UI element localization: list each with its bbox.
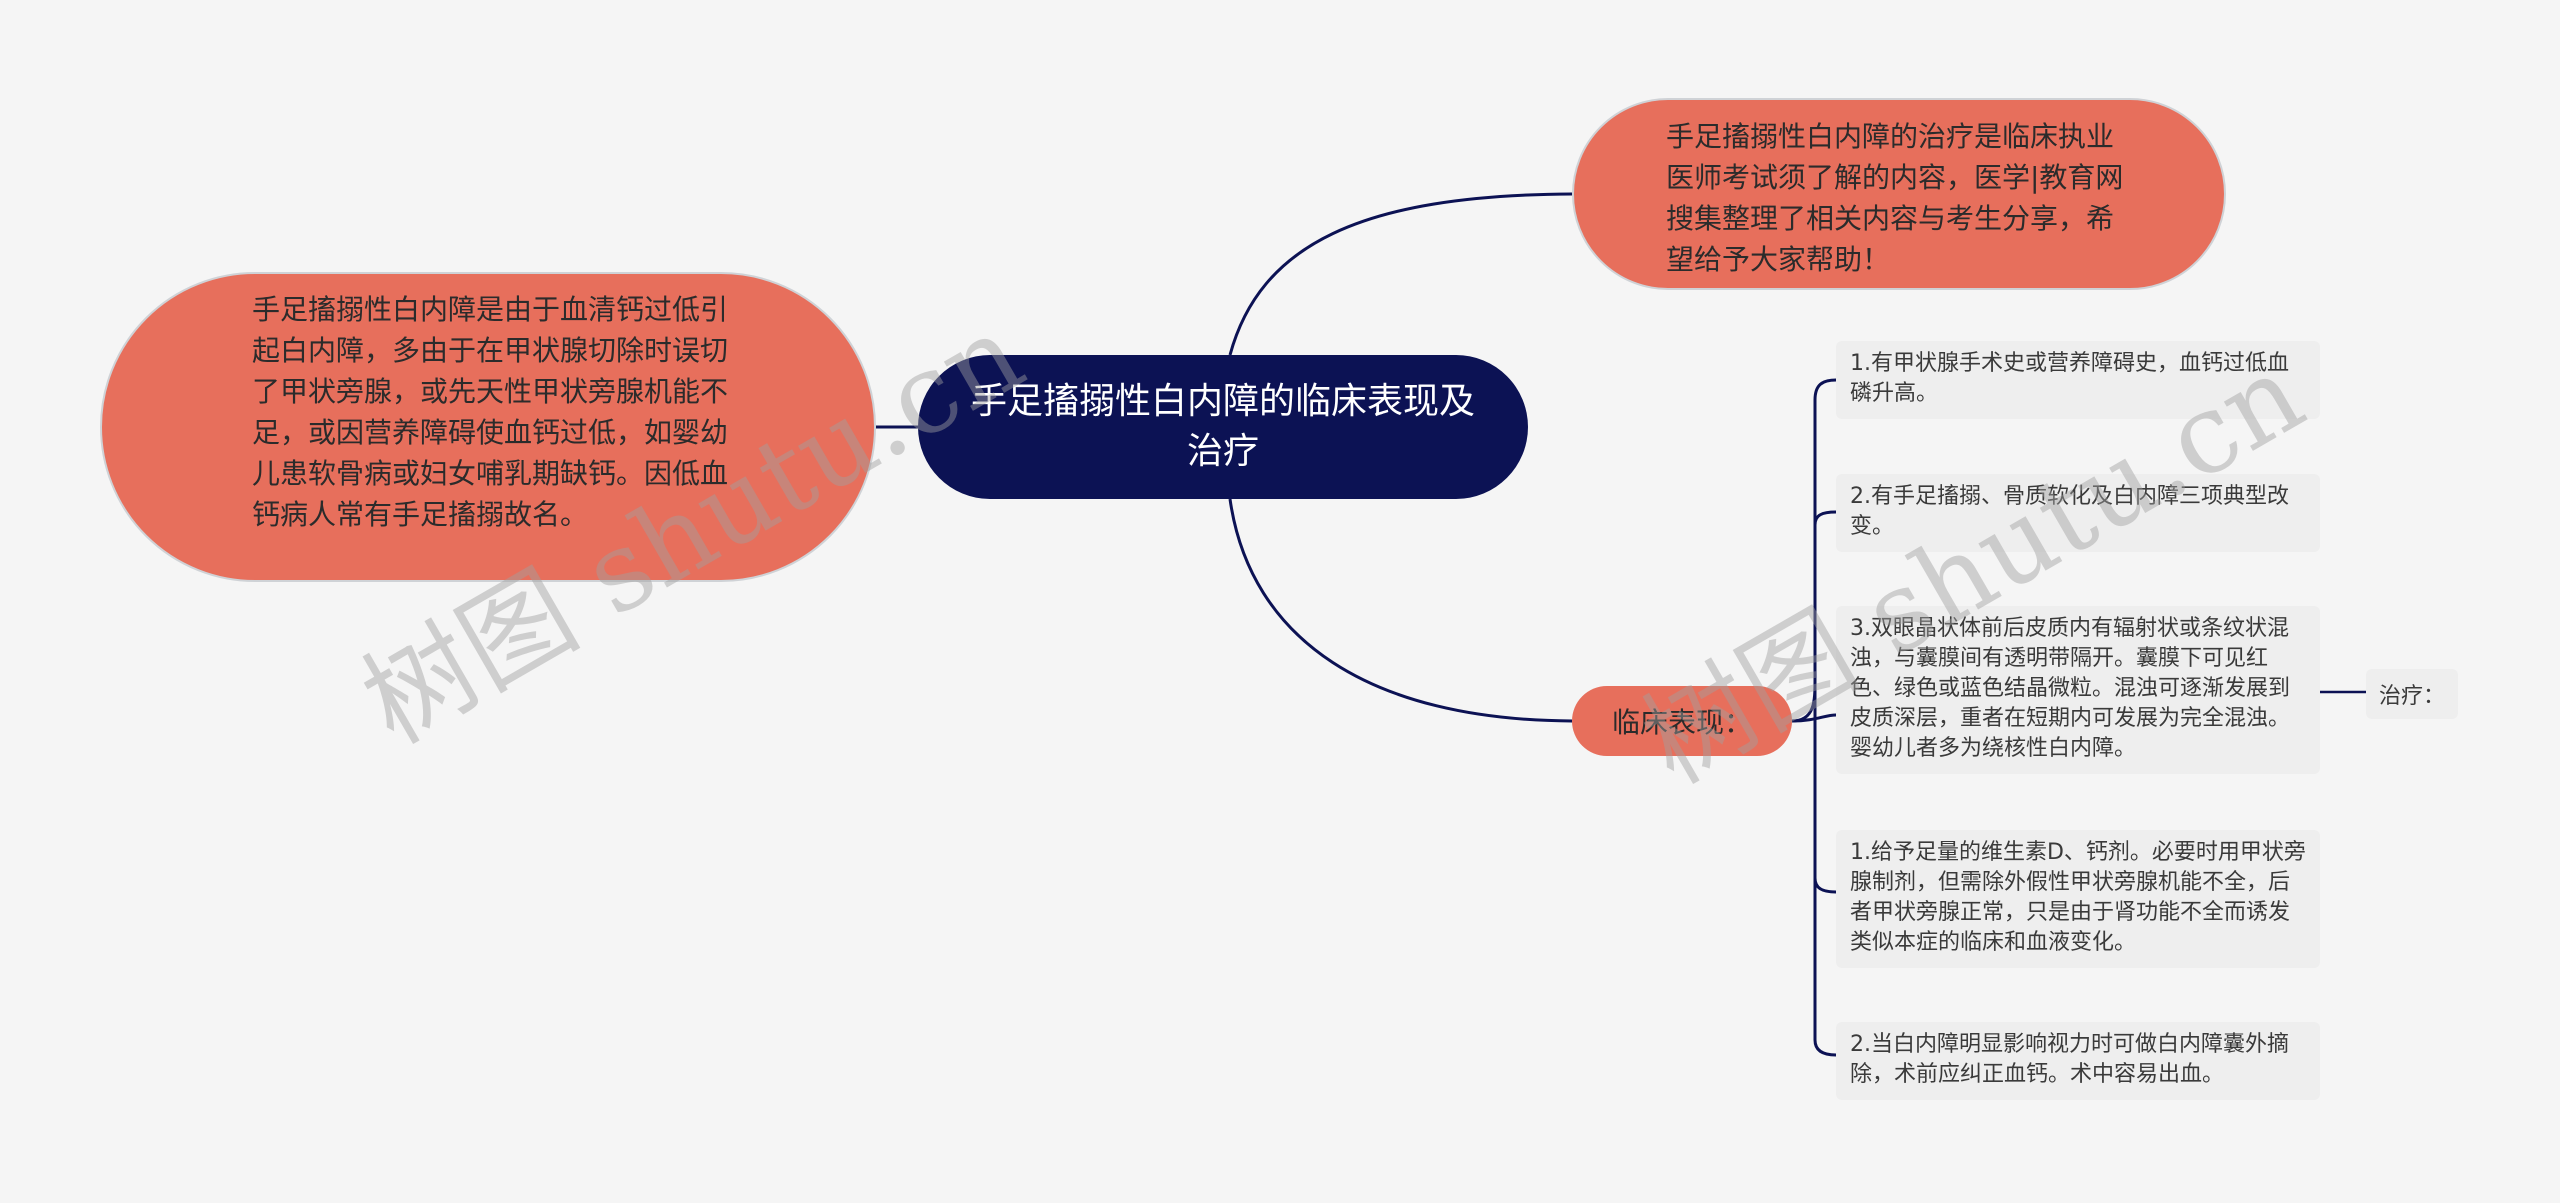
leaf-treatment-2-text: 2.当白内障明显影响视力时可做白内障囊外摘除，术前应纠正血钙。术中容易出血。 — [1850, 1032, 2289, 1087]
link-leaf-5 — [1813, 1039, 1837, 1057]
topic-definition[interactable]: 手足搐搦性白内障是由于血清钙过低引起白内障，多由于在甲状腺切除时误切了甲状旁腺，… — [100, 272, 876, 582]
leaf-clinical-3-text: 3.双眼晶状体前后皮质内有辐射状或条纹状混浊，与囊膜间有透明带隔开。囊膜下可见红… — [1850, 616, 2291, 761]
leaf-clinical-3[interactable]: 3.双眼晶状体前后皮质内有辐射状或条纹状混浊，与囊膜间有透明带隔开。囊膜下可见红… — [1836, 606, 2320, 774]
leaf-treatment-1-text: 1.给予足量的维生素D、钙剂。必要时用甲状旁腺制剂，但需除外假性甲状旁腺机能不全… — [1850, 840, 2306, 955]
link-clinical-stem — [1791, 679, 1817, 723]
central-topic[interactable]: 手足搐搦性白内障的临床表现及治疗 — [918, 355, 1528, 499]
topic-treatment-label: 治疗： — [2378, 684, 2445, 709]
leaf-treatment-2[interactable]: 2.当白内障明显影响视力时可做白内障囊外摘除，术前应纠正血钙。术中容易出血。 — [1836, 1022, 2320, 1100]
leaf-clinical-2-text: 2.有手足搐搦、骨质软化及白内障三项典型改变。 — [1850, 484, 2289, 539]
central-topic-label: 手足搐搦性白内障的临床表现及治疗 — [970, 381, 1475, 472]
leaf-clinical-1[interactable]: 1.有甲状腺手术史或营养障碍史，血钙过低血磷升高。 — [1836, 341, 2320, 419]
leaf-treatment-1[interactable]: 1.给予足量的维生素D、钙剂。必要时用甲状旁腺制剂，但需除外假性甲状旁腺机能不全… — [1836, 830, 2320, 968]
topic-intro[interactable]: 手足搐搦性白内障的治疗是临床执业医师考试须了解的内容，医学|教育网搜集整理了相关… — [1572, 98, 2226, 290]
topic-clinical-label: 临床表现： — [1611, 706, 1752, 739]
link-leaf-2 — [1813, 510, 1837, 526]
link-leaf-4 — [1813, 877, 1837, 894]
topic-clinical-manifestations[interactable]: 临床表现： — [1572, 686, 1792, 756]
leaf-clinical-1-text: 1.有甲状腺手术史或营养障碍史，血钙过低血磷升高。 — [1850, 351, 2289, 406]
topic-definition-text: 手足搐搦性白内障是由于血清钙过低引起白内障，多由于在甲状腺切除时误切了甲状旁腺，… — [252, 293, 729, 531]
link-center-top — [1228, 192, 1573, 356]
link-leaf-1 — [1813, 378, 1837, 401]
link-leaf-3 — [1791, 713, 1837, 723]
topic-intro-text: 手足搐搦性白内障的治疗是临床执业医师考试须了解的内容，医学|教育网搜集整理了相关… — [1666, 120, 2124, 276]
topic-treatment[interactable]: 治疗： — [2366, 669, 2458, 719]
leaf-clinical-2[interactable]: 2.有手足搐搦、骨质软化及白内障三项典型改变。 — [1836, 474, 2320, 552]
link-center-clinical — [1228, 498, 1573, 723]
